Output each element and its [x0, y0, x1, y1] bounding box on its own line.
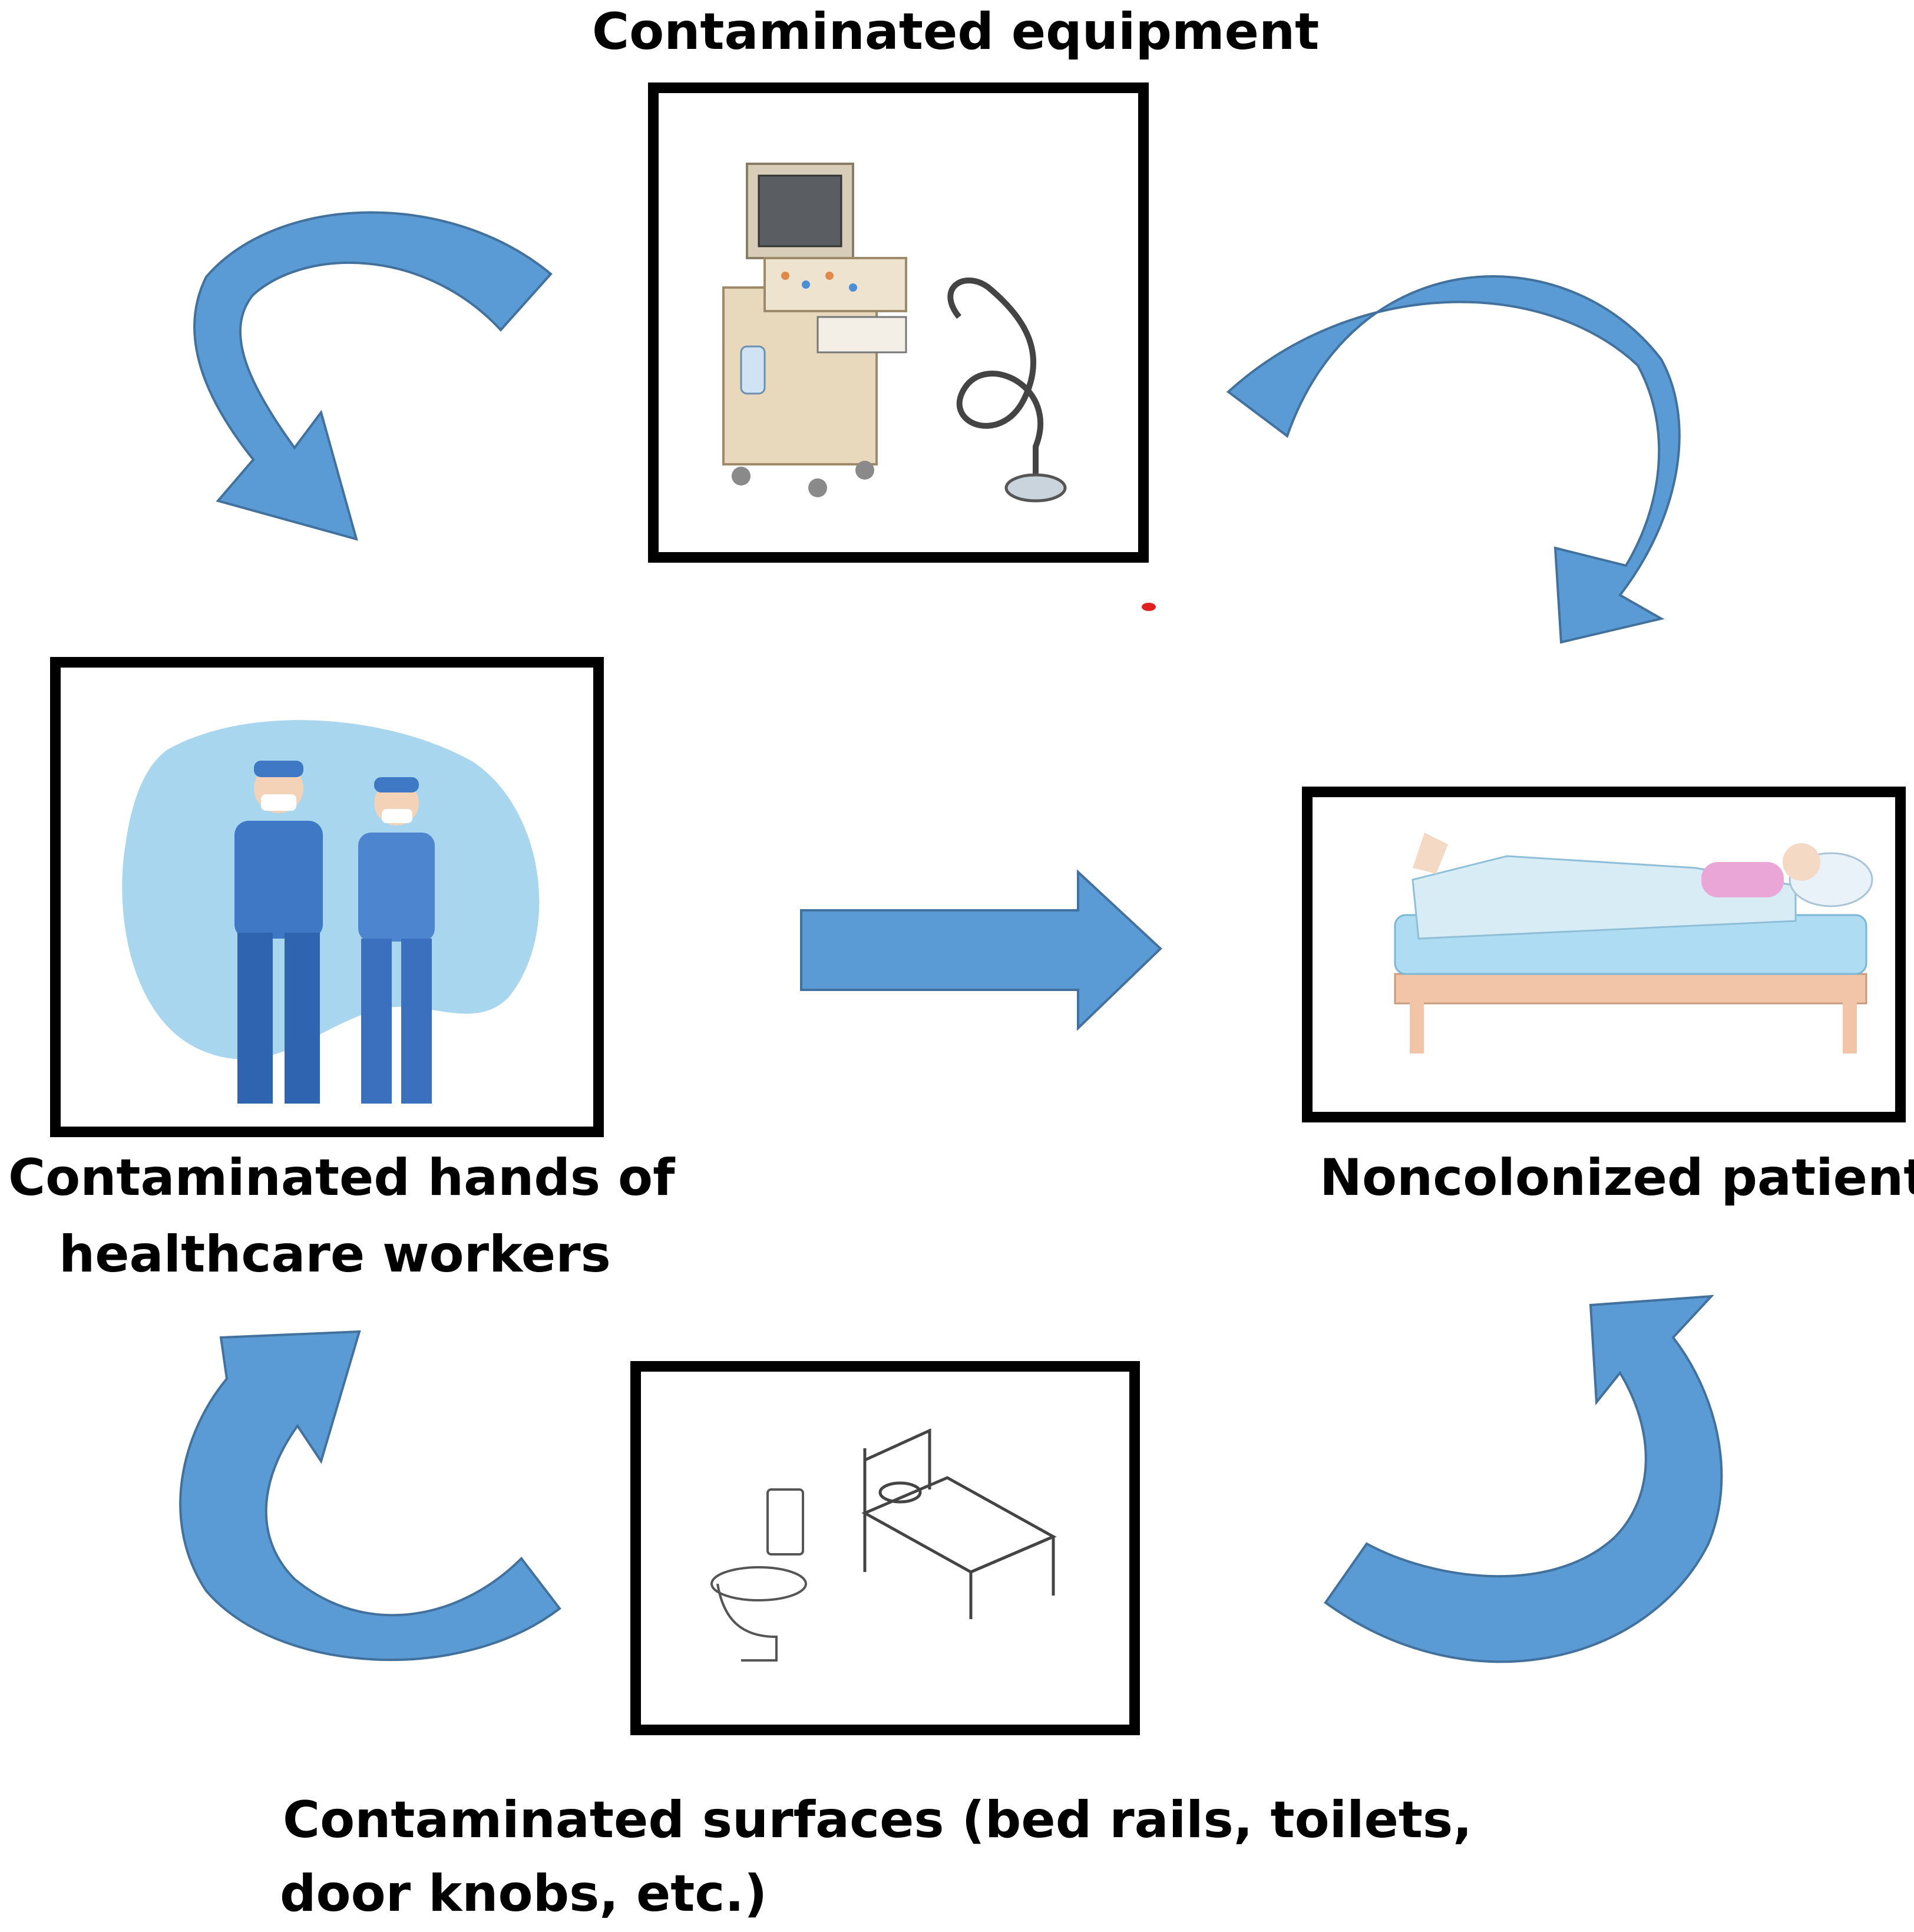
surfaces-box — [630, 1361, 1140, 1735]
bed-frame — [1394, 973, 1867, 1005]
worker1-cap — [254, 761, 303, 777]
worker2-leg-right — [401, 939, 432, 1104]
surfaces-label-line2: door knobs, etc.) — [280, 1864, 768, 1923]
patient-head — [1783, 843, 1820, 881]
red-dot — [1142, 603, 1156, 611]
bed-leg-left — [1410, 1000, 1424, 1053]
hands-label-line1: Contaminated hands of — [8, 1148, 675, 1207]
worker1-torso — [234, 821, 323, 939]
worker1-leg-right — [285, 933, 320, 1104]
patient-in-bed-illustration — [1394, 833, 1873, 1053]
surfaces-label-line1: Contaminated surfaces (bed rails, toilet… — [283, 1791, 1472, 1850]
worker2-torso — [358, 833, 435, 942]
keyboard — [816, 316, 907, 354]
hands-label-line2: healthcare workers — [59, 1225, 611, 1284]
arrow-equipment-to-patient — [1226, 275, 1681, 644]
arrow-equipment-to-hands — [193, 211, 553, 541]
toilet-icon — [710, 1488, 807, 1662]
worker2-leg-left — [361, 939, 392, 1104]
toilet-bed-illustration — [710, 1428, 1057, 1662]
background-blob — [122, 720, 540, 1059]
gel-bottle — [740, 345, 766, 395]
ultrasound-stethoscope-illustration — [722, 163, 1067, 503]
worker1-mask — [261, 794, 296, 811]
patient-label: Noncolonized patient — [1320, 1148, 1914, 1207]
arrow-surfaces-to-hands — [179, 1330, 561, 1662]
monitor-screen — [758, 174, 842, 247]
healthcare-workers-illustration — [122, 720, 540, 1104]
arrow-surfaces-to-patient — [1324, 1294, 1723, 1663]
bed-leg-right — [1843, 1000, 1857, 1053]
patient-shirt — [1701, 862, 1784, 897]
patient-feet — [1413, 833, 1448, 874]
stethoscope-tube — [947, 278, 1043, 476]
arrow-hands-to-patient — [800, 869, 1162, 1031]
worker2-mask — [382, 809, 412, 823]
healthcare-workers-box — [50, 657, 604, 1137]
control-panel — [763, 257, 907, 312]
equipment-box — [648, 82, 1149, 563]
worker1-leg-left — [237, 933, 273, 1104]
bed-icon — [861, 1428, 1057, 1619]
patient-box — [1302, 787, 1906, 1122]
stethoscope-chestpiece — [1004, 473, 1067, 503]
equipment-label: Contaminated equipment — [592, 2, 1320, 61]
worker2-cap — [374, 777, 419, 792]
